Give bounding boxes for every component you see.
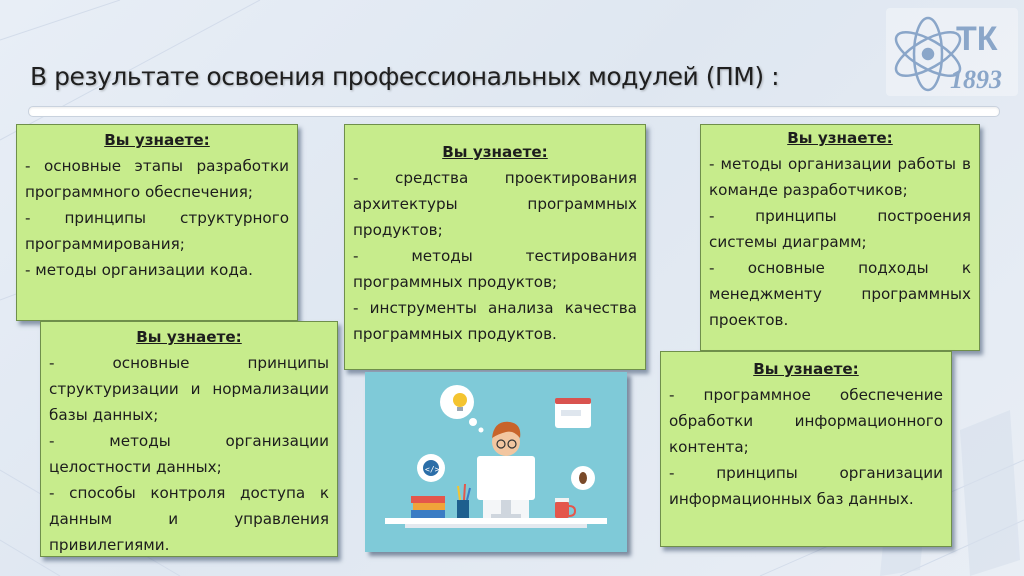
desk <box>385 518 607 524</box>
browser-window-icon <box>555 398 591 428</box>
card-databases: Вы узнаете: - основные принципы структур… <box>40 321 338 557</box>
card-item: - основные принципы структуризации и нор… <box>49 354 329 424</box>
card-item: - инструменты анализа качества программн… <box>353 299 637 343</box>
card-software-development: Вы узнаете: - основные этапы разработки … <box>16 124 298 321</box>
lightbulb-icon <box>440 385 484 433</box>
card-heading: Вы узнаете: <box>104 131 210 149</box>
card-information-content: Вы узнаете: - программное обеспечение об… <box>660 351 952 547</box>
card-item: - средства проектирования архитектуры пр… <box>353 169 637 239</box>
card-item: - основные этапы разработки программного… <box>25 157 289 201</box>
logo-year: 1893 <box>950 65 1002 94</box>
card-heading: Вы узнаете: <box>787 129 893 147</box>
card-item: - способы контроля доступа к данным и уп… <box>49 484 329 554</box>
svg-text:</>: </> <box>425 465 440 474</box>
card-heading: Вы узнаете: <box>442 143 548 161</box>
card-item: - методы организации работы в команде ра… <box>709 155 971 199</box>
code-bubble-icon: </> <box>417 454 445 482</box>
pencil-cup-icon <box>457 483 471 518</box>
coffee-bubble-icon <box>571 466 595 490</box>
card-item: - принципы организации информационных ба… <box>669 464 943 508</box>
monitor <box>477 456 535 518</box>
card-architecture-testing: Вы узнаете: - средства проектирования ар… <box>344 124 646 370</box>
programmer-illustration: </> <box>365 372 627 552</box>
mug-icon <box>555 498 577 518</box>
card-team-management: Вы узнаете: - методы организации работы … <box>700 124 980 351</box>
slide-title: В результате освоения профессиональных м… <box>30 62 780 91</box>
college-logo: ТК 1893 <box>886 8 1018 96</box>
card-item: - методы организации кода. <box>25 261 253 279</box>
atom-icon <box>894 16 962 92</box>
card-item: - методы тестирования программных продук… <box>353 247 637 291</box>
card-heading: Вы узнаете: <box>136 328 242 346</box>
books-icon <box>411 496 445 518</box>
card-item: - программное обеспечение обработки инфо… <box>669 386 943 456</box>
card-heading: Вы узнаете: <box>753 360 859 378</box>
logo-letters: ТК <box>956 20 998 58</box>
title-underline-bar <box>28 106 1000 117</box>
card-item: - основные подходы к менеджменту програм… <box>709 259 971 329</box>
card-item: - принципы построения системы диаграмм; <box>709 207 971 251</box>
card-item: - методы организации целостности данных; <box>49 432 329 476</box>
card-item: - принципы структурного программирования… <box>25 209 289 253</box>
